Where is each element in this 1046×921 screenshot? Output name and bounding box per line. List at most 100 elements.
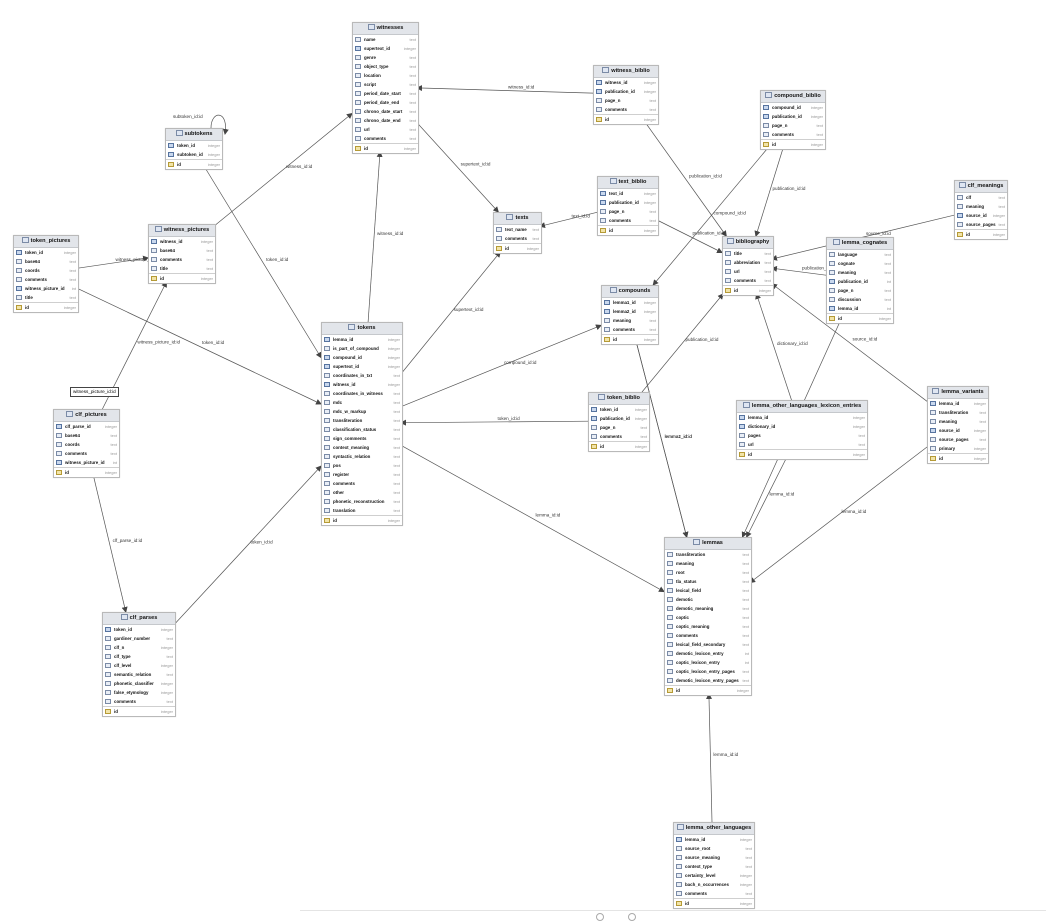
relation-lemma-other-languages-to-lemmas[interactable]: lemma_id:id (706, 693, 739, 823)
relation-witness-biblio-to-witnesses[interactable]: witness_id:id (416, 85, 594, 94)
table-header[interactable]: tokens (322, 323, 402, 335)
table-header[interactable]: compounds (602, 286, 658, 298)
relation-line[interactable] (656, 219, 723, 253)
relation-clf-parses-to-tokens[interactable]: token_id:id (173, 465, 322, 625)
relation-lemma-other-languages-lexicon-entries-to-bibliography[interactable]: dictionary_id:id (755, 293, 809, 401)
table-header[interactable]: token_biblio (589, 393, 649, 405)
relation-line[interactable] (416, 85, 594, 94)
table-header[interactable]: lemma_cognates (827, 238, 893, 250)
table-header[interactable]: witness_pictures (149, 225, 215, 237)
relation-clf-pictures-to-clf-parses[interactable]: clf_parse_id:id (93, 475, 143, 613)
relation-line[interactable] (367, 151, 383, 323)
table-header[interactable]: clf_meanings (955, 181, 1007, 193)
relation-line[interactable] (400, 444, 665, 593)
table-header[interactable]: lemma_variants (928, 387, 988, 399)
relation-tokens-to-witnesses[interactable]: witness_id:id (367, 151, 404, 323)
table-header[interactable]: text_biblio (598, 177, 658, 189)
relation-line[interactable] (400, 251, 501, 375)
relation-line[interactable] (746, 457, 787, 538)
relation-line[interactable] (771, 265, 827, 276)
table-header[interactable]: lemmas (665, 538, 751, 550)
relation-line[interactable] (93, 475, 128, 613)
relation-text-biblio-to-bibliography[interactable]: publication_id:id (656, 219, 726, 253)
